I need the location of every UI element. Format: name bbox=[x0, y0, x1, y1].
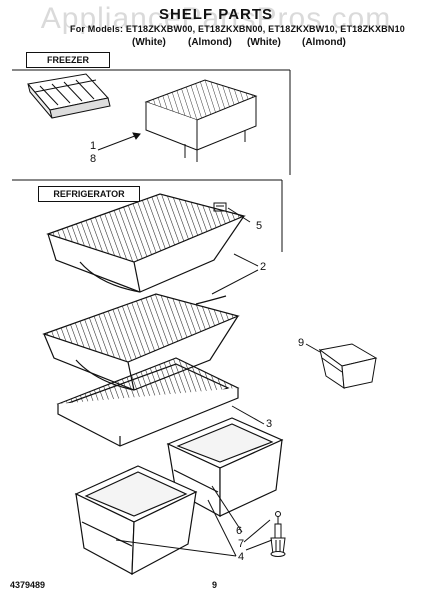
ice-cube-tray bbox=[27, 73, 111, 119]
callout-2: 2 bbox=[260, 261, 267, 273]
freezer-wire-shelf bbox=[144, 79, 258, 162]
left-crisper-drawer bbox=[74, 465, 198, 576]
right-crisper-drawer bbox=[166, 417, 284, 518]
callout-6: 6 bbox=[236, 525, 243, 537]
upper-refrigerator-shelf bbox=[46, 193, 246, 293]
leader-lines bbox=[97, 132, 321, 557]
page-title: SHELF PARTS bbox=[158, 6, 274, 23]
callout-1: 1 bbox=[90, 140, 97, 152]
color-label-4: (Almond) bbox=[302, 37, 346, 48]
freezer-section-label: FREEZER bbox=[26, 52, 110, 68]
document-number: 4379489 bbox=[10, 580, 46, 590]
callout-5: 5 bbox=[256, 220, 263, 232]
crisper-cover bbox=[56, 357, 240, 447]
callout-9: 9 bbox=[298, 337, 305, 349]
freezer-section-frame bbox=[12, 69, 291, 175]
refrigerator-section-frame bbox=[12, 179, 283, 252]
page-number: 9 bbox=[212, 580, 218, 590]
callout-4: 4 bbox=[238, 551, 245, 563]
color-label-2: (Almond) bbox=[188, 37, 232, 48]
color-label-1: (White) bbox=[132, 37, 166, 48]
callout-3: 3 bbox=[266, 418, 273, 430]
callout-8: 8 bbox=[90, 153, 97, 165]
callout-7: 7 bbox=[238, 538, 245, 550]
watermark: AppliancePartsPros.com bbox=[40, 2, 392, 35]
refrigerator-section-label: REFRIGERATOR bbox=[38, 186, 140, 202]
color-label-3: (White) bbox=[247, 37, 281, 48]
model-numbers: For Models: ET18ZKXBW00, ET18ZKXBN00, ET… bbox=[70, 24, 405, 34]
door-bin bbox=[318, 343, 378, 389]
shelf-support bbox=[270, 511, 286, 557]
